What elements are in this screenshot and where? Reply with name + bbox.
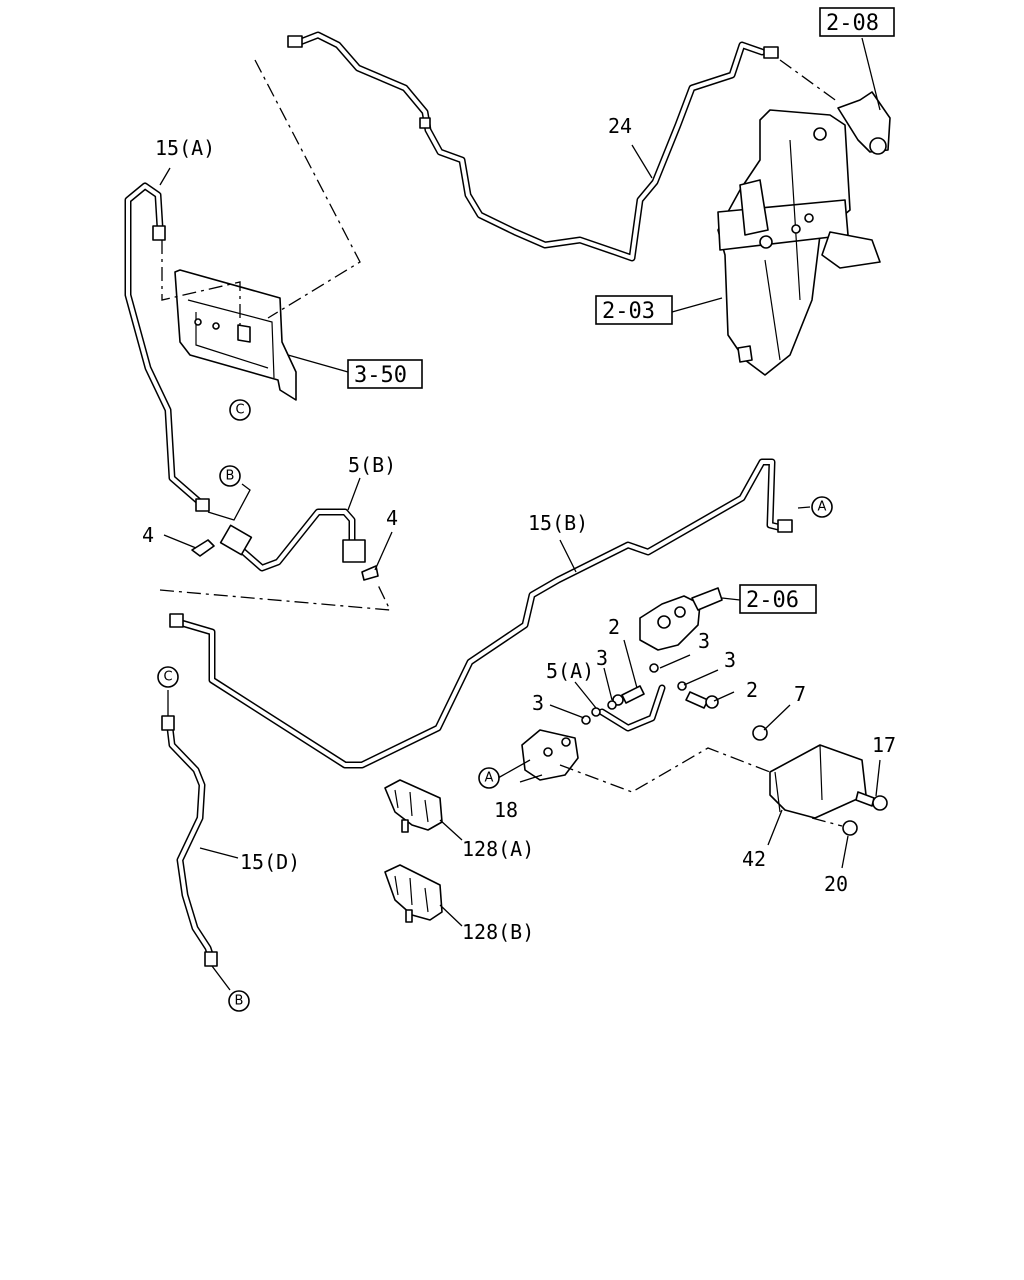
connector-a-right: A — [811, 496, 833, 518]
clip-4-left — [191, 539, 215, 557]
callout-3-d: 3 — [532, 691, 544, 715]
callout-17: 17 — [872, 733, 896, 757]
connector-c-top: C — [229, 399, 251, 421]
ref-box-2-06[interactable]: 2-06 — [739, 584, 817, 614]
bolt-2-right — [685, 691, 719, 709]
callout-4-right: 4 — [386, 506, 398, 530]
bracket-42 — [769, 744, 867, 819]
callout-2-upper: 2 — [608, 615, 620, 639]
proportioning-valve — [639, 587, 723, 651]
nut-20 — [842, 820, 858, 836]
callout-128b: 128(B) — [462, 920, 534, 944]
callout-24: 24 — [608, 114, 632, 138]
callout-5a: 5(A) — [546, 659, 594, 683]
callout-128a: 128(A) — [462, 837, 534, 861]
callout-2-lower: 2 — [746, 678, 758, 702]
brake-pipe-15b — [169, 458, 793, 769]
brake-pipe-24 — [287, 31, 779, 262]
brake-hose-5b — [219, 508, 366, 572]
svg-text:C: C — [235, 403, 244, 418]
svg-text:C: C — [163, 670, 172, 685]
connector-b-top: B — [219, 465, 241, 487]
callout-15d: 15(D) — [240, 850, 300, 874]
ref-box-2-08[interactable]: 2-08 — [819, 7, 895, 37]
dashed-guides — [159, 59, 843, 827]
callout-3-b: 3 — [698, 629, 710, 653]
svg-text:A: A — [818, 500, 827, 515]
callout-4-left: 4 — [142, 523, 154, 547]
callout-20: 20 — [824, 872, 848, 896]
ref-label-2-08: 2-08 — [826, 11, 879, 36]
callout-15b: 15(B) — [528, 511, 588, 535]
brake-pedal-assembly — [717, 91, 891, 376]
svg-text:B: B — [235, 994, 244, 1009]
washers-3 — [581, 663, 687, 725]
valve-bracket-18 — [521, 729, 579, 781]
brake-hose-5a — [598, 684, 666, 732]
ref-box-2-03[interactable]: 2-03 — [595, 295, 673, 325]
pipe-bracket — [174, 269, 297, 401]
leader-lines — [159, 37, 881, 991]
clip-4-right — [361, 565, 379, 581]
callout-42: 42 — [742, 847, 766, 871]
clip-128b — [384, 864, 443, 923]
bolt-2-left — [612, 685, 645, 706]
connector-b-bottom: B — [228, 990, 250, 1012]
connector-a-bottom: A — [478, 767, 500, 789]
brake-pipe-15d — [161, 715, 218, 967]
ref-box-3-50[interactable]: 3-50 — [347, 359, 423, 389]
callout-7: 7 — [794, 682, 806, 706]
ref-label-2-06: 2-06 — [746, 588, 799, 613]
nut-7 — [752, 725, 768, 741]
callout-18: 18 — [494, 798, 518, 822]
brake-pipe-15a — [124, 182, 210, 512]
ref-label-3-50: 3-50 — [354, 363, 407, 388]
callout-15a: 15(A) — [155, 136, 215, 160]
connector-c-bottom: C — [157, 666, 179, 688]
clip-128a — [384, 779, 443, 833]
bolt-17 — [855, 791, 888, 811]
svg-text:A: A — [485, 771, 494, 786]
callout-3-c: 3 — [724, 648, 736, 672]
callout-5b: 5(B) — [348, 453, 396, 477]
svg-text:B: B — [226, 469, 235, 484]
callout-3-a: 3 — [596, 646, 608, 670]
ref-label-2-03: 2-03 — [602, 299, 655, 324]
